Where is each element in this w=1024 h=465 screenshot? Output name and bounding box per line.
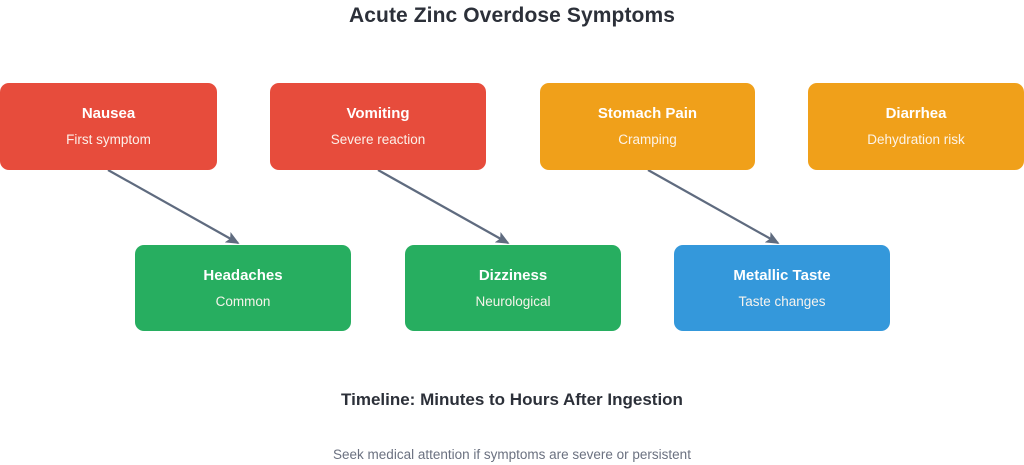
node-title: Headaches: [203, 266, 283, 284]
node-title: Metallic Taste: [733, 266, 831, 284]
node-subtitle: Severe reaction: [330, 132, 426, 147]
arrow-vomiting-to-dizziness: [377, 169, 510, 244]
node-subtitle: Cramping: [618, 132, 677, 147]
node-title: Diarrhea: [885, 105, 947, 122]
node-title: Dizziness: [478, 266, 548, 284]
medical-advice-note: Seek medical attention if symptoms are s…: [333, 447, 691, 462]
page-title: Acute Zinc Overdose Symptoms: [348, 4, 676, 27]
node-subtitle: Common: [215, 293, 271, 309]
node-subtitle: Dehydration risk: [867, 132, 965, 147]
node-subtitle: Taste changes: [738, 293, 826, 309]
node-title: Stomach Pain: [597, 105, 698, 122]
arrow-nausea-to-headaches: [107, 169, 240, 244]
node-subtitle: First symptom: [66, 132, 151, 147]
arrow-stomach-pain-to-metallic-taste: [647, 169, 780, 244]
node-title: Nausea: [81, 105, 136, 122]
timeline-label: Timeline: Minutes to Hours After Ingesti…: [341, 390, 683, 409]
node-title: Vomiting: [346, 105, 410, 122]
node-subtitle: Neurological: [475, 293, 551, 309]
